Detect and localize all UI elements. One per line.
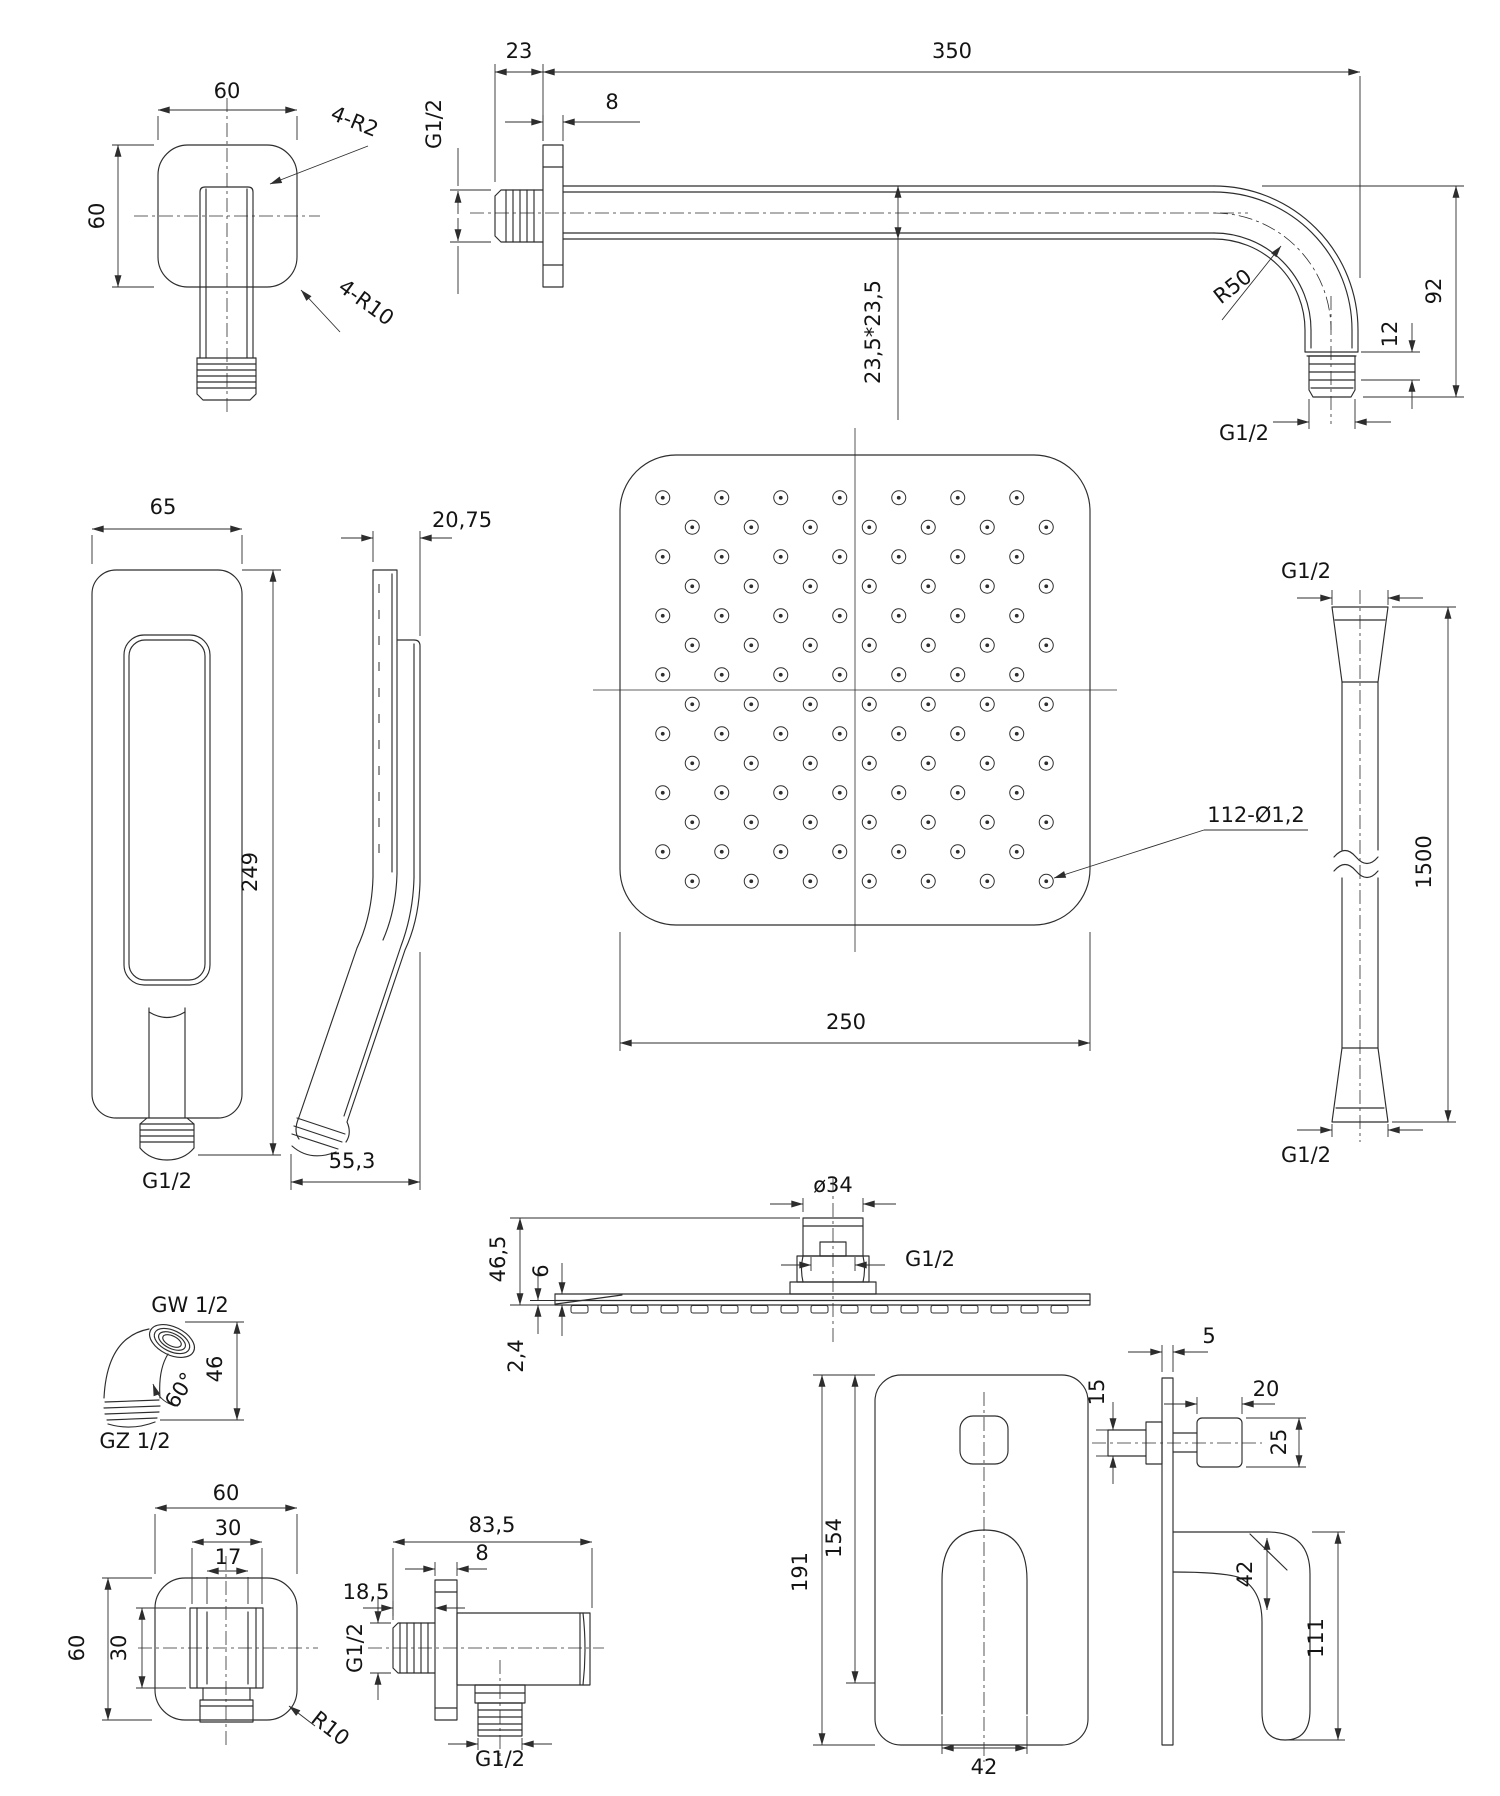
nozzle-grid <box>648 483 1062 897</box>
view-mixer-side: 5 15 20 25 42 111 <box>1085 1324 1345 1746</box>
view-hand-shower-side: 20,75 55,3 <box>290 508 492 1190</box>
view-elbow-adapter: GW 1/2 GZ 1/2 46 60° <box>99 1293 244 1453</box>
view-head-side: ø34 G1/2 46,5 6 2,4 <box>486 1173 1091 1373</box>
dim-arm-thread-length: 12 <box>1378 321 1402 348</box>
view-hose: G1/2 G1/2 1500 <box>1281 559 1456 1167</box>
label-adapter-female: GW 1/2 <box>151 1293 229 1317</box>
dim-mixer-handle-width: 42 <box>971 1755 998 1779</box>
dim-arm-length: 350 <box>932 39 972 63</box>
dim-outletside-length: 83,5 <box>469 1513 516 1537</box>
label-adapter-male: GZ 1/2 <box>99 1429 170 1453</box>
dim-head-plate: 6 <box>529 1264 553 1277</box>
dim-hand-depth: 20,75 <box>432 508 492 532</box>
dim-head-thread: G1/2 <box>905 1247 955 1271</box>
dim-mixer-inner-height: 154 <box>822 1518 846 1558</box>
view-mixer-front: 191 154 42 <box>788 1374 1089 1779</box>
dim-hose-bottom-thread: G1/2 <box>1281 1143 1331 1167</box>
label-corner-r10: 4-R10 <box>334 274 398 330</box>
dim-arm-outlet-thread: G1/2 <box>1219 421 1269 445</box>
dim-hose-top-thread: G1/2 <box>1281 559 1331 583</box>
dim-outlet-height: 60 <box>65 1635 89 1662</box>
dim-mixerside-handle-width: 42 <box>1233 1561 1257 1588</box>
dim-mixerside-plate: 5 <box>1202 1324 1215 1348</box>
dim-outletside-inlet: 18,5 <box>343 1580 390 1604</box>
label-corner-r2: 4-R2 <box>327 101 381 142</box>
dim-arm-flange: 8 <box>605 90 618 114</box>
dim-arm-drop: 92 <box>1422 278 1446 305</box>
dim-hand-bottom-width: 55,3 <box>329 1149 376 1173</box>
dim-outletside-inlet-thread: G1/2 <box>343 1623 367 1673</box>
dim-outletside-flange: 8 <box>475 1541 488 1565</box>
dim-arm-wall-offset: 23 <box>506 39 533 63</box>
dim-mixerside-knob-width: 20 <box>1253 1377 1280 1401</box>
dim-outletside-outlet-thread: G1/2 <box>475 1747 525 1771</box>
view-shower-arm: 23 350 8 G1/2 23,5*23,5 R50 92 12 G1/2 <box>422 39 1464 445</box>
view-wall-elbow-front: 60 60 4-R2 4-R10 <box>85 79 398 414</box>
dim-head-sheet: 2,4 <box>504 1339 528 1372</box>
dim-arm-bend-radius: R50 <box>1209 264 1256 308</box>
dim-mixerside-handle-length: 111 <box>1304 1618 1328 1658</box>
dim-elbow-width: 60 <box>214 79 241 103</box>
dim-adapter-angle: 60° <box>160 1368 200 1412</box>
dim-arm-tube-section: 23,5*23,5 <box>861 280 885 384</box>
dim-outlet-inner-width: 30 <box>215 1516 242 1540</box>
view-head-top: 250 112-Ø1,2 <box>593 428 1308 1051</box>
dim-outlet-inner-height: 30 <box>107 1635 131 1662</box>
dim-outlet-face-width: 17 <box>215 1545 242 1569</box>
view-hand-shower-front: 65 G1/2 249 <box>91 495 281 1193</box>
dim-elbow-height: 60 <box>85 203 109 230</box>
dim-hand-width: 65 <box>150 495 177 519</box>
dim-hand-length: 249 <box>238 852 262 892</box>
view-outlet-front: 60 30 17 60 30 R10 <box>65 1481 354 1751</box>
dim-hand-thread: G1/2 <box>142 1169 192 1193</box>
dim-head-nozzles: 112-Ø1,2 <box>1207 803 1305 827</box>
dim-adapter-height: 46 <box>203 1356 227 1383</box>
dim-outlet-width: 60 <box>213 1481 240 1505</box>
nozzle-bumps <box>566 1305 1074 1314</box>
dim-mixerside-knob-height: 25 <box>1267 1429 1291 1456</box>
dim-mixerside-stem: 15 <box>1085 1379 1109 1406</box>
view-outlet-side: 83,5 8 18,5 G1/2 G1/2 <box>343 1513 604 1771</box>
dim-mixer-height: 191 <box>788 1552 812 1592</box>
dim-head-height: 46,5 <box>486 1236 510 1283</box>
dim-outlet-corner-radius: R10 <box>307 1706 354 1750</box>
dim-hose-length: 1500 <box>1412 835 1436 888</box>
dim-arm-wall-thread: G1/2 <box>422 99 446 149</box>
dim-head-width: 250 <box>826 1010 866 1034</box>
